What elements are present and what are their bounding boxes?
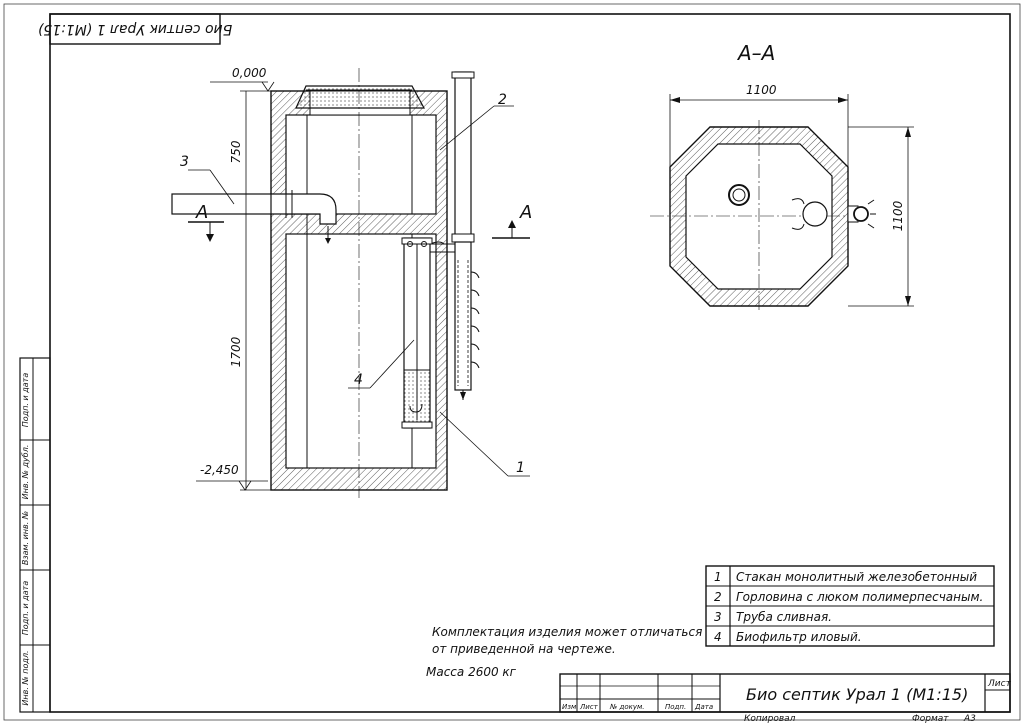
plan-filter — [802, 201, 828, 227]
level-top: 0,000 — [232, 66, 267, 80]
inlet-pipe — [171, 193, 273, 215]
side-stamp-5: Подп. и дата — [21, 373, 30, 428]
side-stamp-3: Взам. инв. № — [21, 511, 30, 565]
callout-1: 1 — [516, 460, 525, 476]
level-bottom: -2,450 — [200, 463, 239, 477]
tb-col-5: Дата — [694, 703, 713, 711]
dim-750: 750 — [229, 140, 243, 163]
legend-num-2: 2 — [714, 590, 722, 604]
inner-frame — [49, 13, 1011, 713]
tb-copied: Копировал — [744, 714, 796, 723]
top-stamp: Био септик Урал 1 (М1:15) — [38, 13, 233, 45]
plan-dim-width: 1100 — [746, 83, 777, 97]
dim-1700: 1700 — [229, 336, 243, 367]
tb-sheet: Лист — [987, 679, 1012, 689]
legend-num-1: 1 — [714, 570, 722, 584]
title-block: Изм. Лист № докум. Подп. Дата Био септик… — [559, 673, 1012, 723]
tb-title: Био септик Урал 1 (М1:15) — [746, 685, 968, 704]
outer-frame — [3, 3, 1021, 721]
plan-view: А–А 1100 1100 — [650, 41, 914, 312]
manhole-lid — [295, 85, 426, 109]
plan-pipe-1 — [728, 184, 750, 206]
mass-note: Масса 2600 кг — [426, 665, 517, 679]
note-line-2: от приведенной на чертеже. — [432, 642, 616, 656]
tb-col-1: Изм. — [562, 703, 578, 711]
side-stamp: Инв. № подл. Подп. и дата Взам. инв. № И… — [19, 357, 51, 713]
legend-num-4: 4 — [714, 630, 722, 644]
legend-text-2: Горловина с люком полимерпесчаным. — [736, 590, 983, 604]
section-view: 0,000 750 1700 -2,450 А А 3 2 4 1 — [171, 66, 532, 498]
callout-3: 3 — [180, 154, 189, 170]
legend-text-1: Стакан монолитный железобетонный — [736, 570, 977, 584]
legend-text-3: Труба сливная. — [736, 610, 832, 624]
note-line-1: Комплектация изделия может отличаться — [432, 625, 702, 639]
plan-dim-height: 1100 — [891, 200, 905, 231]
legend-text-4: Биофильтр иловый. — [736, 630, 862, 644]
side-stamp-2: Подп. и дата — [21, 581, 30, 636]
legend-table: 1 Стакан монолитный железобетонный 2 Гор… — [705, 565, 995, 647]
tb-format-value: А3 — [963, 714, 976, 723]
tb-col-2: Лист — [579, 703, 599, 711]
tb-col-4: Подп. — [665, 703, 686, 711]
section-mark-right: А — [519, 202, 532, 223]
side-stamp-1: Инв. № подл. — [21, 650, 30, 705]
legend-num-3: 3 — [714, 610, 722, 624]
top-stamp-text: Био септик Урал 1 (М1:15) — [38, 21, 233, 37]
section-mark-left: А — [195, 202, 208, 223]
callout-2: 2 — [498, 92, 507, 108]
tb-col-3: № докум. — [609, 703, 645, 711]
tb-format: Формат — [912, 714, 949, 723]
section-title: А–А — [736, 41, 775, 65]
callout-4: 4 — [354, 372, 363, 388]
side-stamp-4: Инв. № дубл. — [21, 445, 30, 500]
vent-pipe — [454, 71, 472, 239]
